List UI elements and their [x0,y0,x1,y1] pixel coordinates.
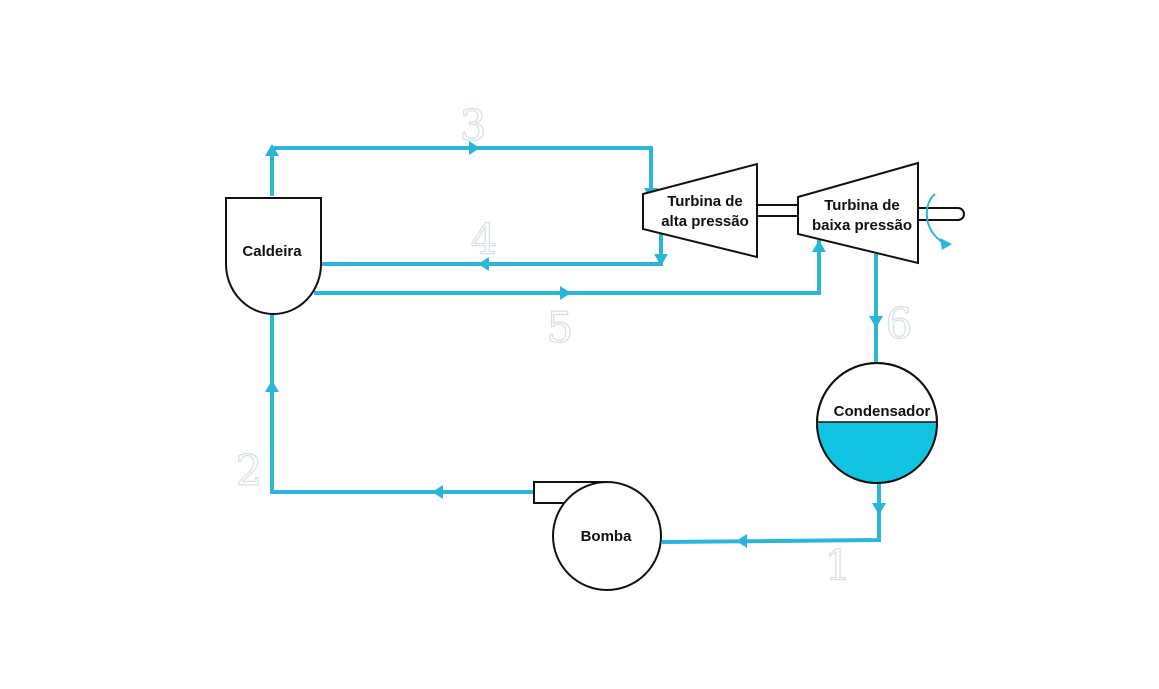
lp-turbine-shape [797,161,919,265]
lp-turbine-label-line2: baixa pressão [812,217,912,234]
arrow-left-icon [478,257,489,271]
state-3-label: 3 [460,101,487,150]
turbine-shaft [757,193,965,250]
arrow-down-icon [654,254,668,266]
flow-arrows [265,141,886,548]
hp-turbine: Turbina de alta pressão [642,162,758,259]
pipe-state-5 [314,240,821,295]
state-5-label: 5 [547,303,574,352]
pipe-state-1 [661,484,881,544]
arrow-down-icon [869,316,883,328]
state-6-label: 6 [886,299,913,348]
condenser-label: Condensador [834,403,931,420]
arrow-left-icon [736,534,747,548]
boiler: Caldeira [225,197,322,315]
hp-turbine-label-line2: alta pressão [661,213,749,230]
rotation-arrowhead-icon [940,238,952,250]
hp-turbine-shape [642,162,758,259]
pipe-state-2 [270,312,535,494]
arrow-down-icon [872,503,886,515]
lp-turbine-label-line1: Turbina de [824,197,900,214]
lp-turbine: Turbina de baixa pressão [797,161,919,265]
pipes [270,146,881,544]
output-shaft [918,207,965,221]
state-2-label: 2 [236,446,263,495]
arrow-left-icon [432,485,443,499]
pump-shape [552,481,662,591]
arrow-up-icon [265,144,279,156]
pump: Bomba [533,481,662,591]
boiler-label: Caldeira [242,243,302,260]
arrow-right-icon [560,286,571,300]
pump-label: Bomba [581,528,632,545]
rotation-arrow-icon [925,193,945,244]
arrow-up-icon [265,380,279,392]
pipe-state-3 [270,146,653,196]
arrow-right-icon [469,141,480,155]
state-1-label: 1 [825,541,852,590]
state-4-label: 4 [471,215,498,264]
condenser: Condensador [816,362,938,484]
state-numbers: 3 4 5 6 2 1 [235,100,913,590]
arrow-up-icon [812,240,826,252]
condenser-water [817,422,937,483]
boiler-shape [225,197,322,315]
hp-turbine-label-line1: Turbina de [667,193,743,210]
